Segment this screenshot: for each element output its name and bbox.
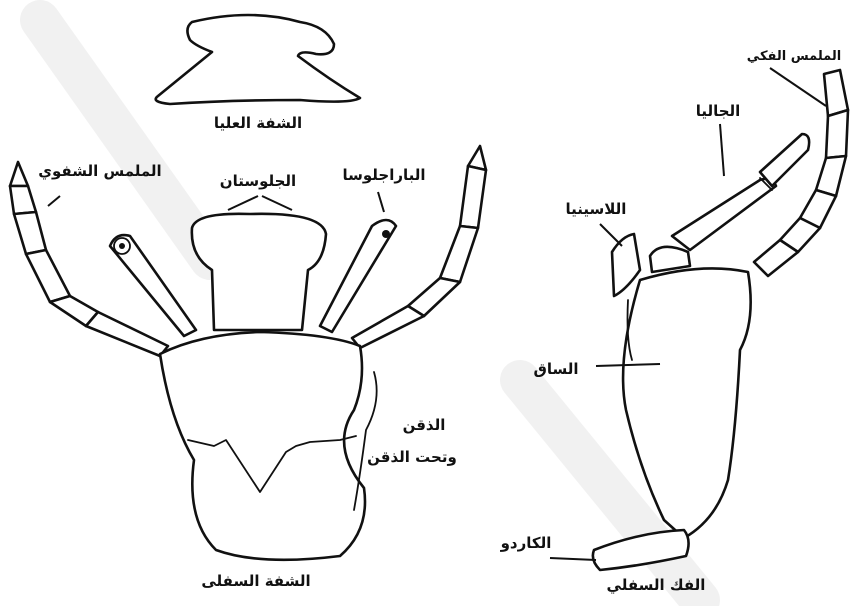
label-labial-palp: الملمس الشفوي bbox=[38, 162, 161, 181]
label-lower-jaw: الفك السفلي bbox=[607, 576, 706, 594]
label-maxillary-palp: الملمس الفكي bbox=[747, 49, 841, 64]
label-upper-lip: الشفة العليا bbox=[214, 114, 302, 132]
label-glossae: الجلوستان bbox=[220, 172, 296, 190]
label-stipes: الساق bbox=[533, 360, 578, 378]
label-chin: الذقن bbox=[403, 416, 446, 434]
label-galea: الجاليا bbox=[696, 102, 741, 120]
watermark bbox=[40, 20, 700, 600]
lower-lip-figure bbox=[10, 146, 486, 560]
upper-lip-figure bbox=[156, 15, 360, 104]
label-lower-lip: الشفة السفلى bbox=[201, 572, 310, 590]
label-cardo: الكاردو bbox=[500, 534, 552, 552]
label-under-chin: وتحت الذقن bbox=[367, 448, 457, 466]
label-paraglossae: الباراجلوسا bbox=[342, 166, 425, 184]
label-lacinia: اللاسينيا bbox=[566, 200, 627, 218]
